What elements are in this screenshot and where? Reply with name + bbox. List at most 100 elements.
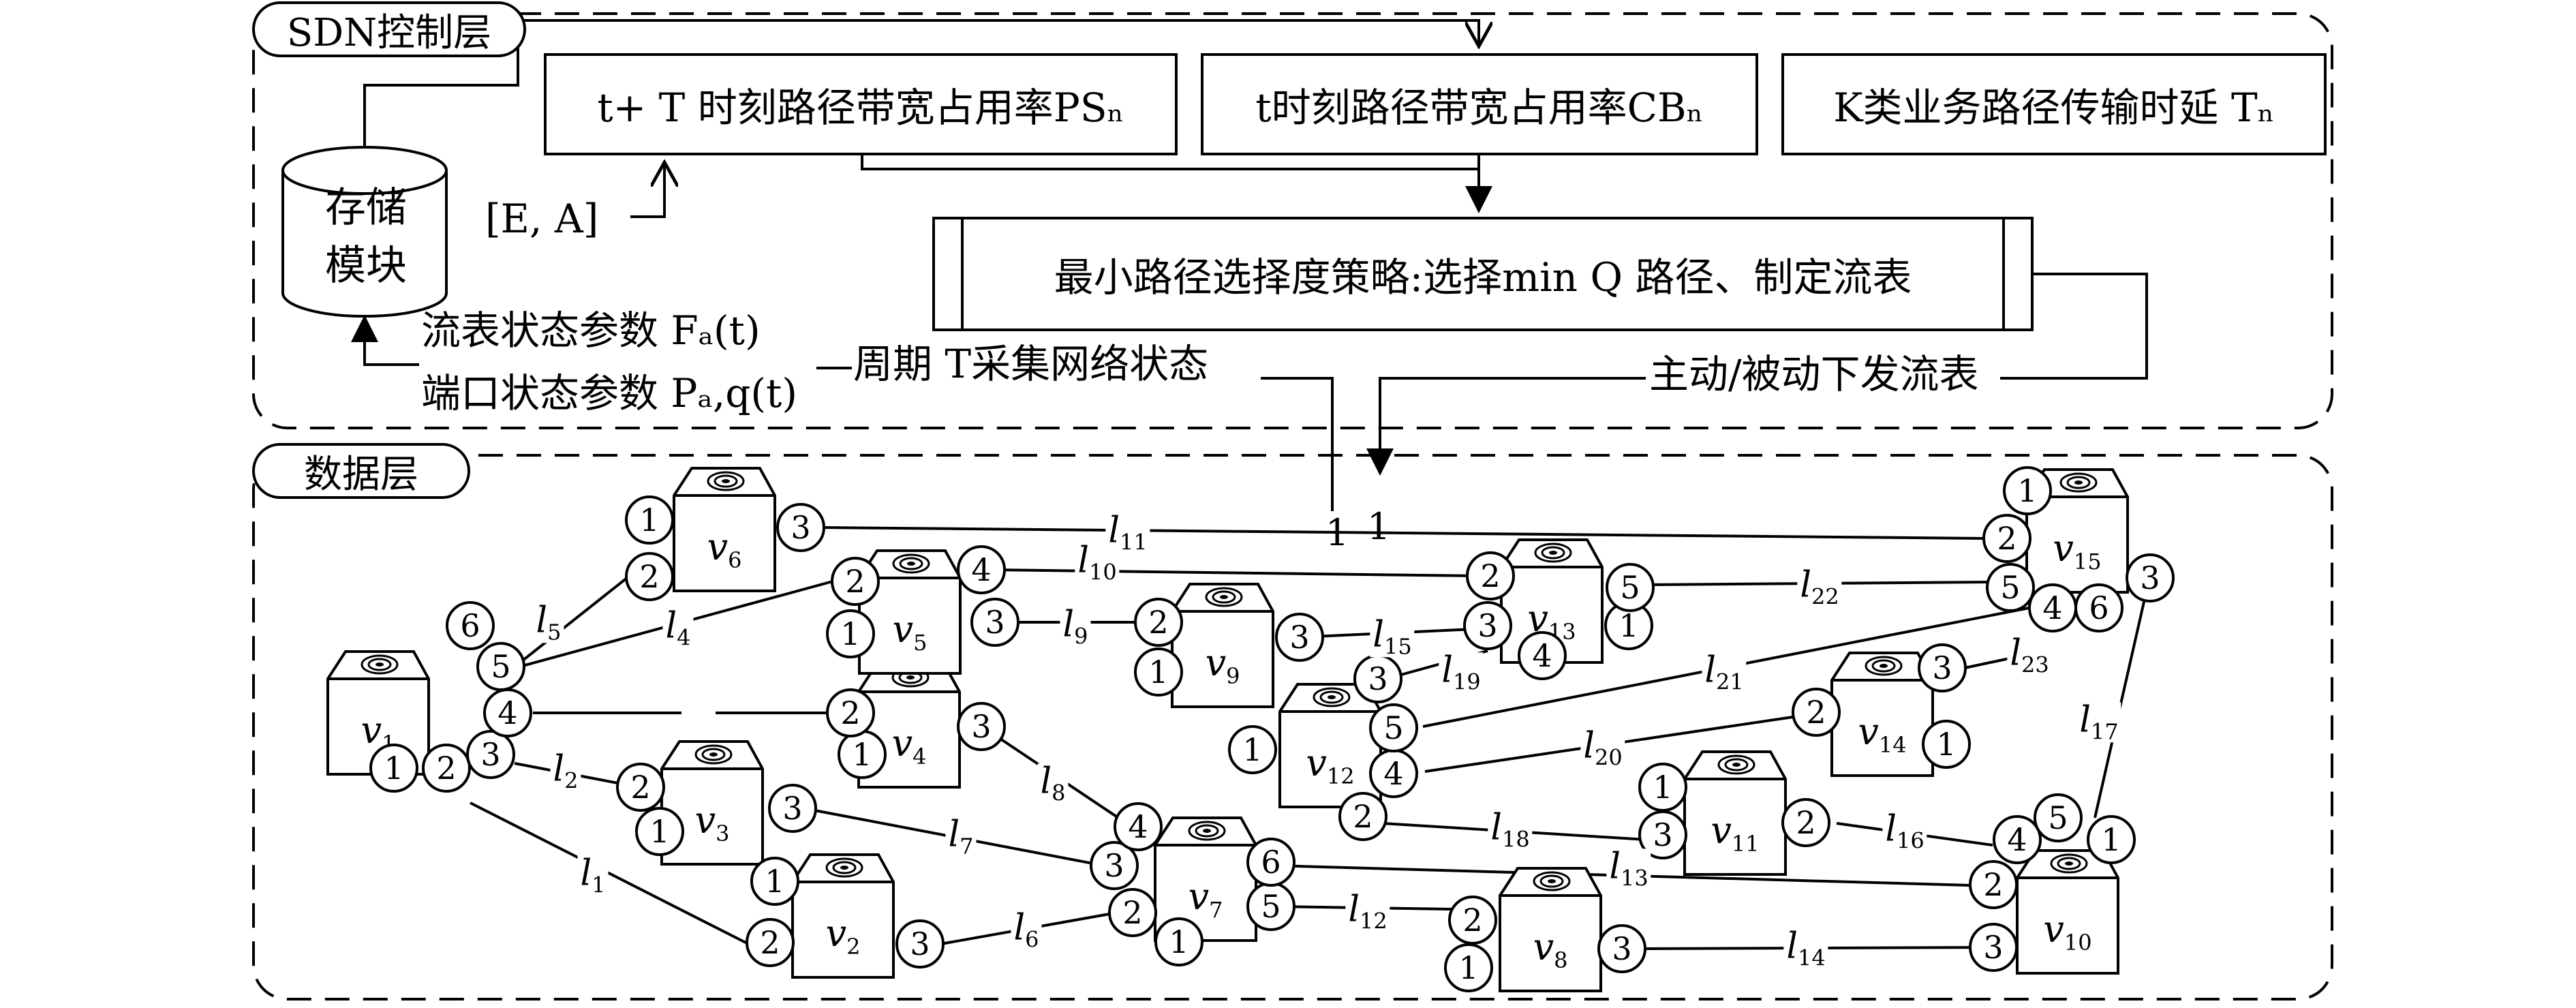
link-label-l7: l7	[945, 816, 977, 857]
port-v13-4[interactable]: 4	[1518, 631, 1567, 680]
port-v9-3[interactable]: 3	[1275, 613, 1324, 662]
port-v5-4[interactable]: 4	[957, 545, 1006, 594]
periodic-label: 周期 T采集网络状态	[853, 341, 1209, 387]
port-v6-3[interactable]: 3	[776, 503, 825, 552]
port-v11-1[interactable]: 1	[1638, 763, 1687, 812]
port-v15-1[interactable]: 1	[2003, 466, 2052, 515]
switch-icon	[1278, 683, 1382, 808]
node-label: v10	[2043, 908, 2092, 956]
switch-icon	[1683, 750, 1787, 876]
port-v14-3[interactable]: 3	[1918, 643, 1967, 692]
data-layer-label: 数据层	[252, 443, 470, 499]
port-v15-4[interactable]: 4	[2028, 583, 2077, 632]
ps-metric-box: t+ T 时刻路径带宽占用率PSₙ	[544, 53, 1178, 155]
port-v8-3[interactable]: 3	[1597, 924, 1646, 973]
switch-v7[interactable]	[1152, 811, 1259, 944]
port-v2-1[interactable]: 1	[750, 857, 799, 906]
port-v1-3[interactable]: 3	[466, 730, 515, 779]
switch-icon	[2016, 849, 2119, 975]
port-v7-2[interactable]: 2	[1108, 888, 1157, 937]
node-label: v8	[1533, 926, 1568, 973]
link-label-l19: l19	[1439, 652, 1484, 693]
switch-v9[interactable]	[1169, 577, 1276, 710]
port-v2-2[interactable]: 2	[746, 918, 795, 967]
control-layer-frame	[252, 12, 2333, 429]
port-v1-6[interactable]: 6	[446, 601, 495, 650]
switch-v8[interactable]	[1497, 861, 1604, 994]
port-v1-5[interactable]: 5	[476, 642, 525, 691]
port-v12-3[interactable]: 3	[1353, 654, 1402, 703]
port-v1-4[interactable]: 4	[483, 688, 532, 737]
ps-to-strategy-line	[861, 153, 1479, 170]
port-v10-3[interactable]: 3	[1969, 923, 2018, 972]
node-label: v14	[1858, 710, 1907, 758]
node-label: v2	[825, 912, 861, 960]
port-v5-1[interactable]: 1	[826, 609, 875, 658]
port-v6-1[interactable]: 1	[625, 495, 674, 545]
port-v2-3[interactable]: 3	[895, 919, 945, 968]
switch-v12[interactable]	[1277, 677, 1383, 810]
port-v12-2[interactable]: 2	[1338, 792, 1387, 841]
port-v12-4[interactable]: 4	[1369, 749, 1418, 798]
port-v3-2[interactable]: 2	[616, 763, 665, 812]
node-label: v15	[2053, 527, 2102, 575]
port-v5-3[interactable]: 3	[970, 598, 1019, 647]
port-v10-4[interactable]: 4	[1993, 815, 2042, 864]
node-label: v11	[1711, 809, 1760, 857]
port-v15-5[interactable]: 5	[1986, 563, 2035, 612]
port-v13-3[interactable]: 3	[1463, 601, 1512, 650]
port-v14-2[interactable]: 2	[1792, 688, 1841, 737]
port-v15-6[interactable]: 6	[2074, 583, 2123, 632]
port-v1-1[interactable]: 1	[369, 744, 418, 793]
link-label-l2: l2	[550, 751, 581, 792]
port-v10-2[interactable]: 2	[1969, 860, 2018, 909]
switch-icon	[1171, 583, 1274, 708]
strategy-text: 最小路径选择度策略:选择min Q 路径、制定流表	[1054, 254, 1912, 301]
link-label-l9: l9	[1060, 607, 1091, 647]
port-v10-1[interactable]: 1	[2087, 815, 2136, 864]
switch-v14[interactable]	[1829, 646, 1935, 779]
switch-v10[interactable]	[2014, 844, 2121, 977]
switch-v11[interactable]	[1682, 745, 1788, 878]
strategy-box: 最小路径选择度策略:选择min Q 路径、制定流表	[932, 217, 2034, 331]
port-v8-1[interactable]: 1	[1444, 943, 1493, 992]
port-v1-2[interactable]: 2	[422, 744, 471, 793]
node-label: v9	[1205, 641, 1240, 689]
storage-label-line1: 存储	[325, 184, 407, 232]
link-label-l8: l8	[1037, 763, 1069, 804]
switch-v6[interactable]	[671, 461, 778, 594]
port-v3-1[interactable]: 1	[635, 807, 684, 856]
port-v14-1[interactable]: 1	[1922, 720, 1971, 769]
port-v15-3[interactable]: 3	[2126, 553, 2175, 602]
ea-label: [E, A]	[485, 196, 599, 242]
ea-arrow	[630, 162, 664, 218]
link-label-l23: l23	[2007, 635, 2052, 676]
port-v12-1[interactable]: 1	[1228, 725, 1277, 774]
port-v12-5[interactable]: 5	[1369, 703, 1418, 752]
port-v4-3[interactable]: 3	[957, 702, 1006, 751]
node-label: v6	[707, 525, 742, 573]
port-v4-2[interactable]: 2	[826, 688, 875, 737]
port-v7-4[interactable]: 4	[1114, 802, 1163, 851]
port-v15-2[interactable]: 2	[1982, 514, 2031, 563]
control-layer-label: SDN控制层	[252, 1, 526, 57]
port-v7-6[interactable]: 6	[1246, 838, 1295, 887]
marker-1b: 1	[1367, 505, 1391, 548]
link-label-l1: l1	[577, 855, 609, 896]
port-v11-2[interactable]: 2	[1781, 798, 1830, 847]
port-v9-2[interactable]: 2	[1134, 598, 1183, 647]
link-label-l21: l21	[1702, 652, 1747, 693]
port-v7-5[interactable]: 5	[1246, 882, 1295, 931]
port-v10-5[interactable]: 5	[2034, 793, 2083, 842]
port-v8-2[interactable]: 2	[1448, 896, 1497, 945]
port-v13-2[interactable]: 2	[1466, 551, 1515, 600]
port-v7-1[interactable]: 1	[1154, 917, 1203, 966]
state-to-storage-line	[351, 315, 419, 366]
port-v5-2[interactable]: 2	[831, 557, 880, 606]
port-v9-1[interactable]: 1	[1134, 647, 1183, 697]
port-v6-2[interactable]: 2	[625, 552, 674, 601]
storage-label-line2: 模块	[325, 242, 407, 290]
port-v4-1[interactable]: 1	[838, 730, 887, 779]
port-v13-5[interactable]: 5	[1606, 563, 1655, 612]
port-v3-3[interactable]: 3	[768, 784, 817, 833]
